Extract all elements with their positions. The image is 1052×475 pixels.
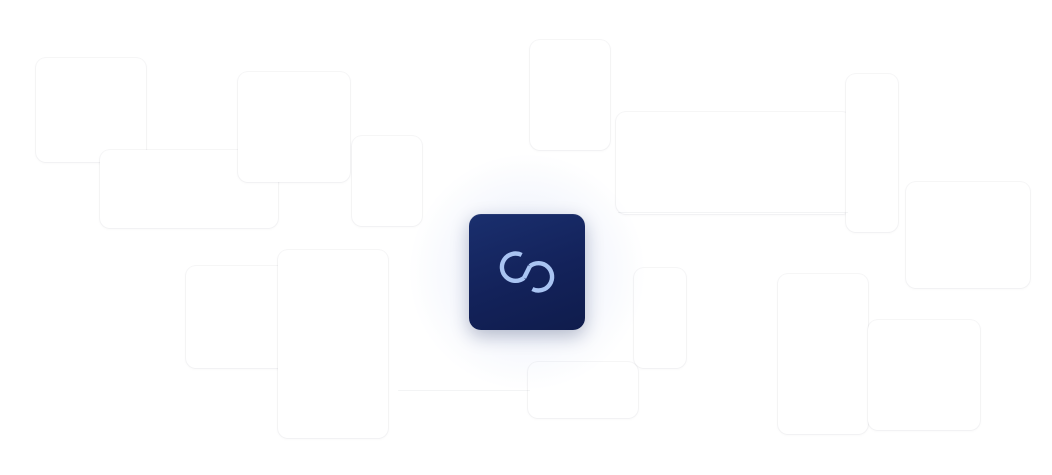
placeholder-divider [398,390,530,391]
placeholder-panel [634,268,686,368]
placeholder-divider [618,212,848,213]
infinity-loop-icon [488,233,566,311]
placeholder-panel [238,72,350,182]
placeholder-panel [278,250,388,438]
placeholder-panel [846,74,898,232]
placeholder-panel [530,40,610,150]
placeholder-panel [868,320,980,430]
placeholder-panel [528,362,638,418]
app-icon[interactable] [469,214,585,330]
placeholder-panel [352,136,422,226]
placeholder-panel [616,112,852,214]
placeholder-panel [778,274,868,434]
placeholder-panel [36,58,146,162]
placeholder-panel [906,182,1030,288]
